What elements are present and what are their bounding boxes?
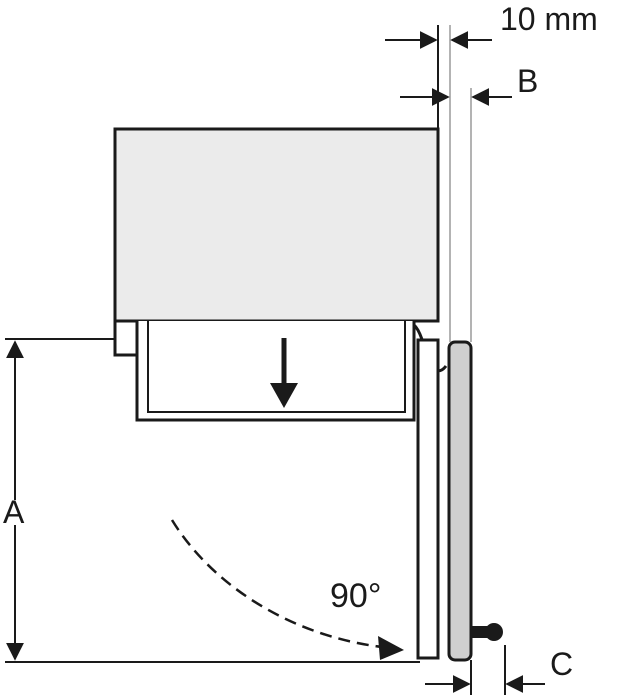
door-swing-arrowhead [378, 636, 404, 660]
label-b: B [517, 63, 538, 99]
label-c: C [550, 646, 573, 682]
appliance-body [113, 127, 440, 323]
door-panel [447, 340, 473, 662]
appliance-drawer [135, 321, 416, 422]
drawer-inner-outline [147, 321, 406, 413]
label-a: A [3, 494, 25, 530]
door-knob-tip [485, 623, 503, 641]
left-mounting-tab [113, 321, 137, 357]
door-frame [416, 338, 440, 660]
label-angle: 90° [330, 577, 381, 615]
down-arrowhead [270, 383, 298, 408]
door-swing-arc [170, 519, 393, 650]
label-10mm: 10 mm [500, 1, 598, 37]
door-knob [471, 626, 488, 638]
